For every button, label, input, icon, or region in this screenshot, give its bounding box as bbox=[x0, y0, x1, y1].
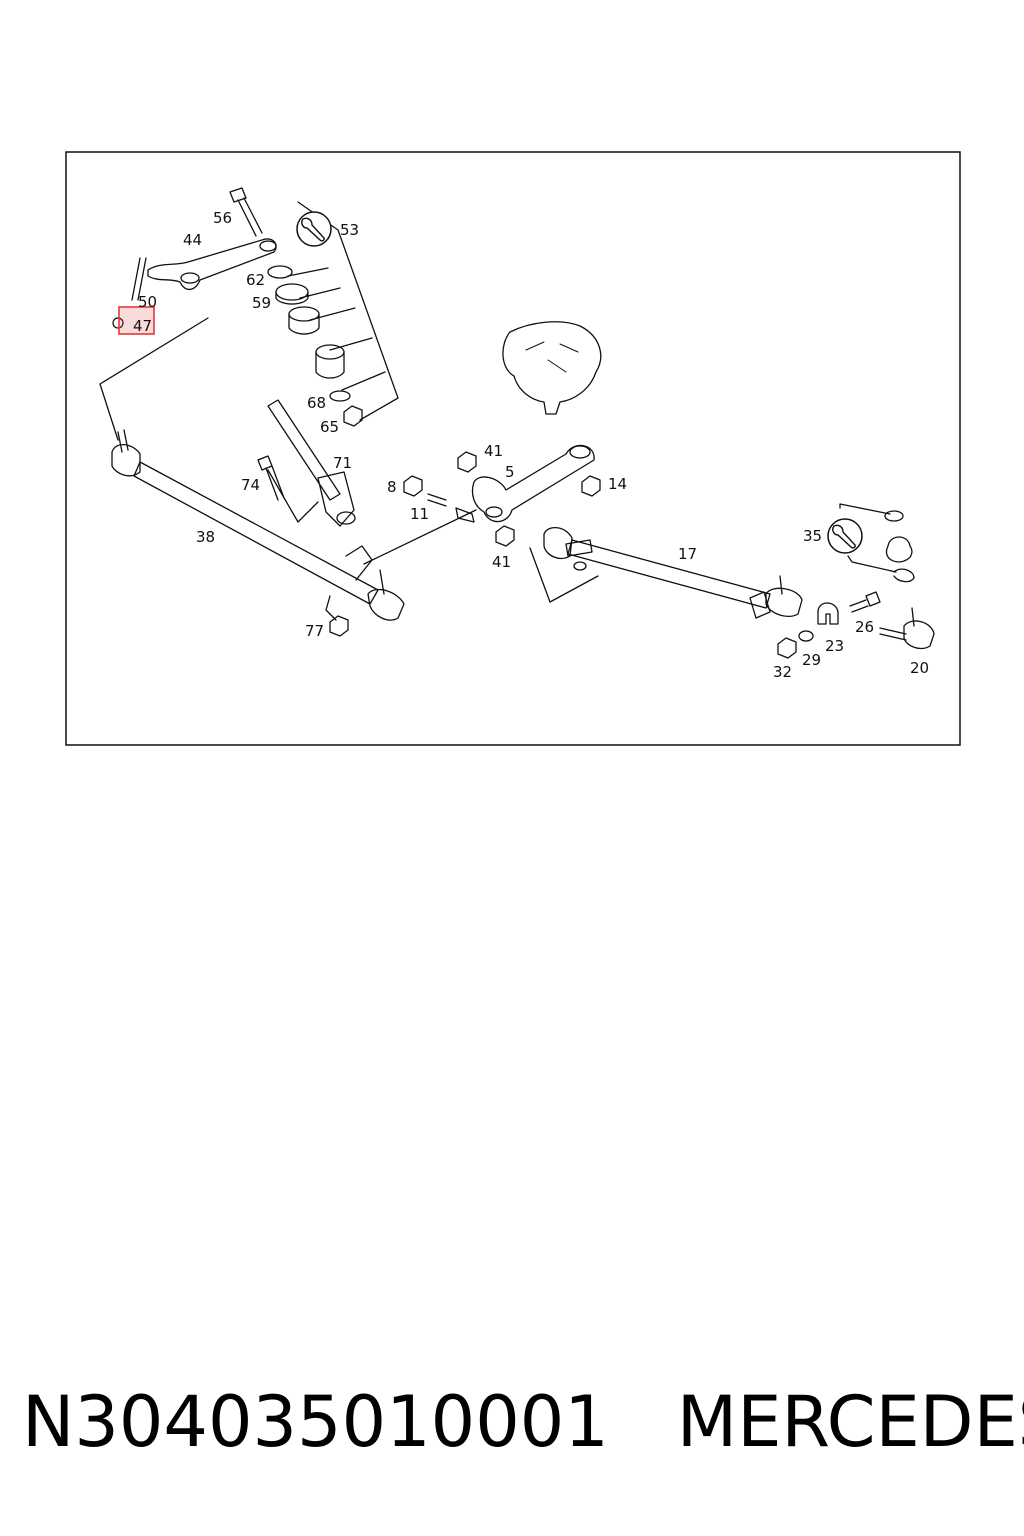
leader-line bbox=[309, 307, 356, 321]
callout-label: 74 bbox=[241, 476, 260, 494]
callout-label: 11 bbox=[410, 505, 429, 523]
callout-label: 41 bbox=[492, 553, 511, 571]
callout-label: 5 bbox=[505, 463, 515, 481]
steering-gearbox bbox=[502, 321, 602, 415]
callout-label: 41 bbox=[484, 442, 503, 460]
nut-part-41-lower bbox=[495, 525, 515, 547]
washer-part-62 bbox=[267, 265, 293, 279]
leader-line bbox=[299, 287, 341, 299]
washer-part bbox=[884, 510, 904, 522]
callout-label: 38 bbox=[196, 528, 215, 546]
nut-part-8 bbox=[403, 475, 423, 497]
center-link-part-38 bbox=[111, 429, 405, 621]
callout-label: 50 bbox=[138, 293, 157, 311]
nut-part-47 bbox=[112, 317, 124, 329]
leader-line bbox=[267, 469, 319, 523]
callout-label: 29 bbox=[802, 651, 821, 669]
callout-label: 26 bbox=[855, 618, 874, 636]
washer-part-68 bbox=[329, 390, 351, 402]
brand-name: MERCEDES bbox=[676, 1381, 1024, 1463]
callout-label: 65 bbox=[320, 418, 339, 436]
bushing-part-59 bbox=[275, 283, 309, 305]
callout-label: 62 bbox=[246, 271, 265, 289]
callout-label: 20 bbox=[910, 659, 929, 677]
callout-label: 59 bbox=[252, 294, 271, 312]
leader-line bbox=[341, 371, 386, 391]
diagram-frame bbox=[65, 151, 961, 746]
bearing-stack bbox=[288, 306, 345, 379]
nut-part-77 bbox=[329, 615, 349, 637]
wrench-icon bbox=[296, 211, 332, 247]
bolt-part-26 bbox=[849, 591, 881, 613]
leader-line bbox=[529, 547, 599, 603]
leader-line bbox=[363, 509, 477, 565]
stud-part-11 bbox=[427, 493, 475, 523]
callout-label: 44 bbox=[183, 231, 202, 249]
callout-label: 56 bbox=[213, 209, 232, 227]
leader-line bbox=[329, 337, 373, 351]
callout-label: 77 bbox=[305, 622, 324, 640]
steering-arm-part-5 bbox=[471, 444, 595, 523]
callout-label-highlighted: 47 bbox=[133, 317, 152, 335]
tie-rod-part-17 bbox=[543, 527, 803, 619]
leader-line bbox=[99, 317, 209, 441]
callout-label: 32 bbox=[773, 663, 792, 681]
bolt-part-56 bbox=[229, 187, 263, 237]
boot-part bbox=[885, 536, 913, 563]
part-caption: N304035010001 MERCEDES bbox=[22, 1372, 1024, 1482]
part-number: N304035010001 bbox=[22, 1381, 609, 1463]
callout-label: 53 bbox=[340, 221, 359, 239]
callout-label: 23 bbox=[825, 637, 844, 655]
callout-label: 17 bbox=[678, 545, 697, 563]
callout-label: 35 bbox=[803, 527, 822, 545]
nut-part-14 bbox=[581, 475, 601, 497]
nut-part-41 bbox=[457, 451, 477, 473]
leader-line bbox=[325, 595, 337, 621]
washer-part-29 bbox=[798, 630, 814, 642]
leader-line bbox=[839, 503, 891, 515]
clip-part bbox=[893, 568, 915, 583]
callout-labels: 56 53 44 62 59 50 47 68 65 41 71 5 14 8 … bbox=[133, 209, 929, 681]
tie-rod-end-part-20 bbox=[879, 607, 935, 650]
leader-line bbox=[847, 555, 897, 573]
highlight-box bbox=[118, 306, 155, 335]
leader-line bbox=[287, 267, 329, 277]
clamp-part-23 bbox=[817, 602, 839, 625]
wrench-icon-right bbox=[827, 518, 863, 554]
parts-diagram: 56 53 44 62 59 50 47 68 65 41 71 5 14 8 … bbox=[65, 151, 961, 746]
callout-label: 68 bbox=[307, 394, 326, 412]
idler-arm-part-44 bbox=[131, 238, 277, 301]
steering-damper-part-71 bbox=[267, 399, 356, 527]
nut-part-32 bbox=[777, 637, 797, 659]
callout-label: 71 bbox=[333, 454, 352, 472]
callout-label: 14 bbox=[608, 475, 627, 493]
nut-part-65 bbox=[343, 405, 363, 427]
bolt-part-74 bbox=[257, 455, 285, 501]
callout-label: 8 bbox=[387, 478, 397, 496]
